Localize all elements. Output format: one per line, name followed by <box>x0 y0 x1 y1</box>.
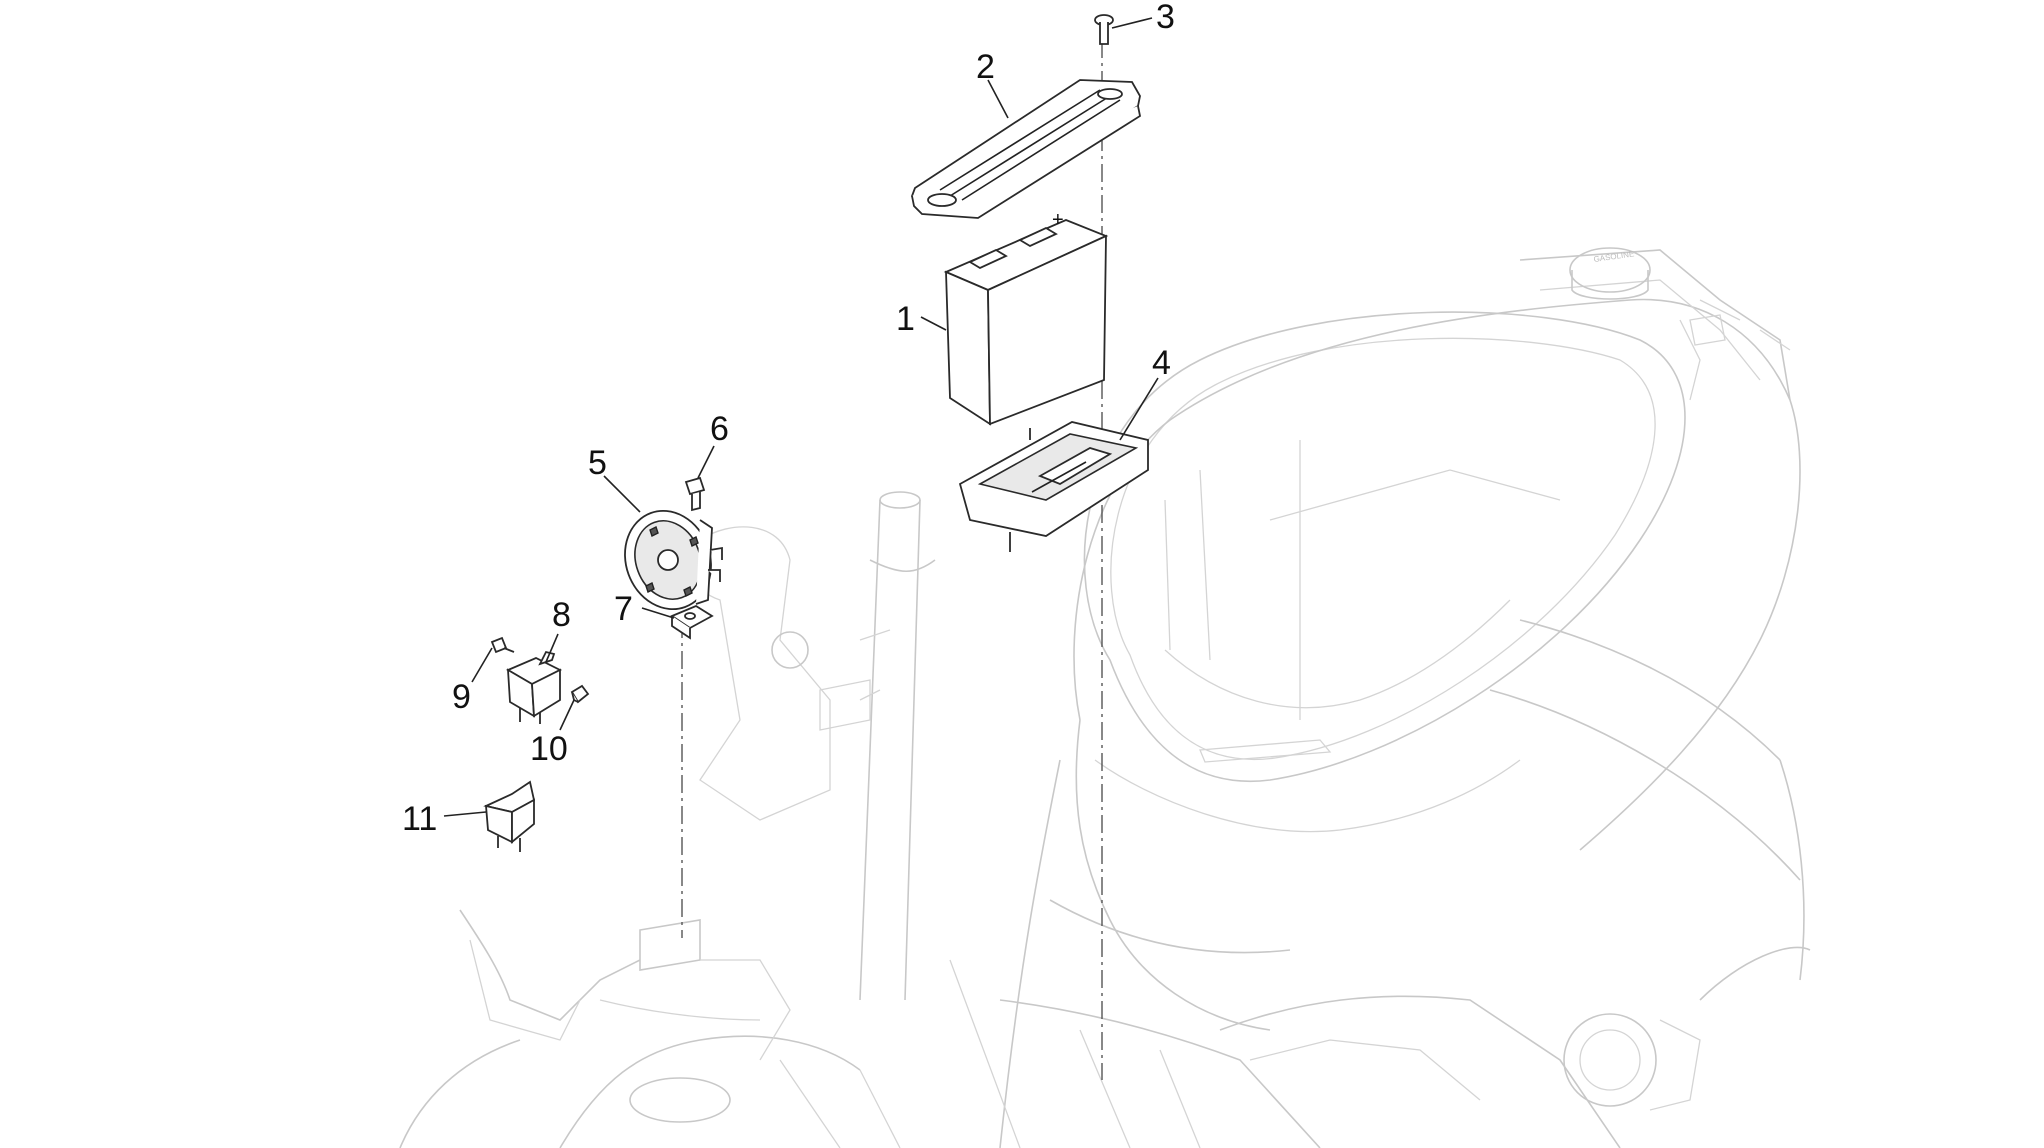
callout-7: 7 <box>614 590 633 628</box>
horn <box>624 509 723 611</box>
callout-6: 6 <box>710 410 729 448</box>
battery-strap <box>910 79 1142 219</box>
callout-2: 2 <box>976 48 995 86</box>
battery: + <box>943 209 1109 426</box>
leader-lines <box>443 17 1159 817</box>
callout-1: 1 <box>896 300 915 338</box>
callout-11: 11 <box>402 800 437 838</box>
relay-screw <box>490 636 515 654</box>
callout-10: 10 <box>530 730 568 768</box>
relay-2 <box>483 780 536 852</box>
horn-screw <box>684 476 706 512</box>
callout-3: 3 <box>1156 0 1175 36</box>
scooter-frame-ghost <box>399 247 1811 1148</box>
callout-8: 8 <box>552 596 571 634</box>
callout-4: 4 <box>1152 344 1171 382</box>
fuel-cap-text: GASOLINE <box>1593 249 1635 264</box>
assembly-lines <box>681 40 1103 1080</box>
relay-clip <box>570 684 590 704</box>
callout-numbers: 1 2 3 4 5 6 7 8 9 10 11 <box>402 0 1175 838</box>
horn-clip-nut <box>670 604 714 640</box>
strap-screw <box>1094 14 1114 45</box>
callout-5: 5 <box>588 444 607 482</box>
battery-tray <box>958 421 1149 552</box>
battery-terminal-symbol: + <box>1052 209 1064 231</box>
callout-9: 9 <box>452 678 471 716</box>
relay <box>506 650 563 724</box>
